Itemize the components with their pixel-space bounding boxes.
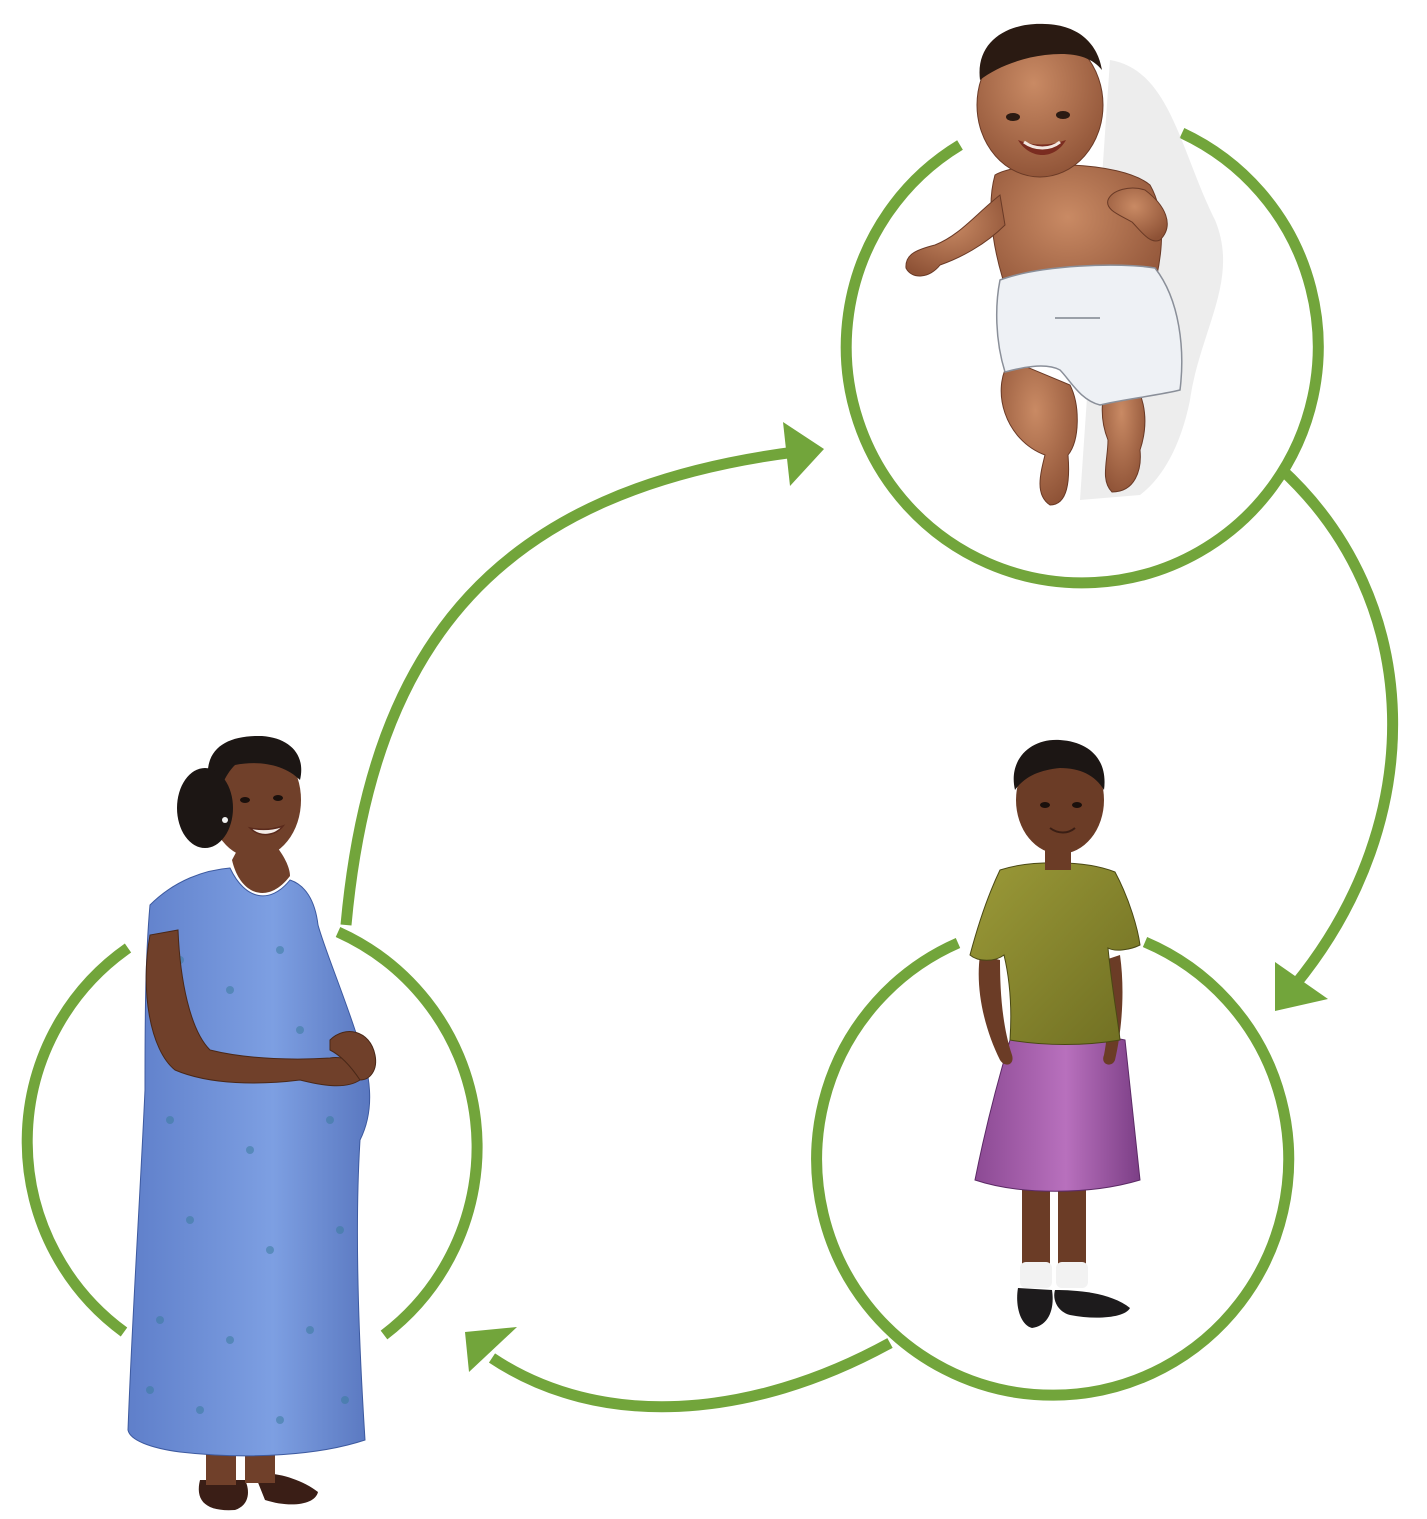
woman-ring-right [335,926,483,1340]
baby-ring [840,128,1324,589]
girl-head [1016,746,1104,854]
cycle-arrows [21,128,1398,1413]
arrow-baby-to-girl [1276,463,1398,989]
girl-ring [811,936,1295,1401]
woman-ring-left [21,943,132,1337]
arrow-heads [465,422,1328,1372]
baby-figure [905,23,1224,506]
arrowhead-to-baby [783,422,824,486]
diaper [995,264,1183,406]
girl-shirt [969,862,1141,1045]
arrow-woman-to-baby [340,446,796,926]
girl-figure [969,739,1141,1328]
arrowhead-to-girl [1275,962,1328,1011]
arrow-girl-to-woman [488,1338,893,1413]
woman-figure [127,735,377,1511]
arrowhead-to-woman [465,1327,517,1372]
